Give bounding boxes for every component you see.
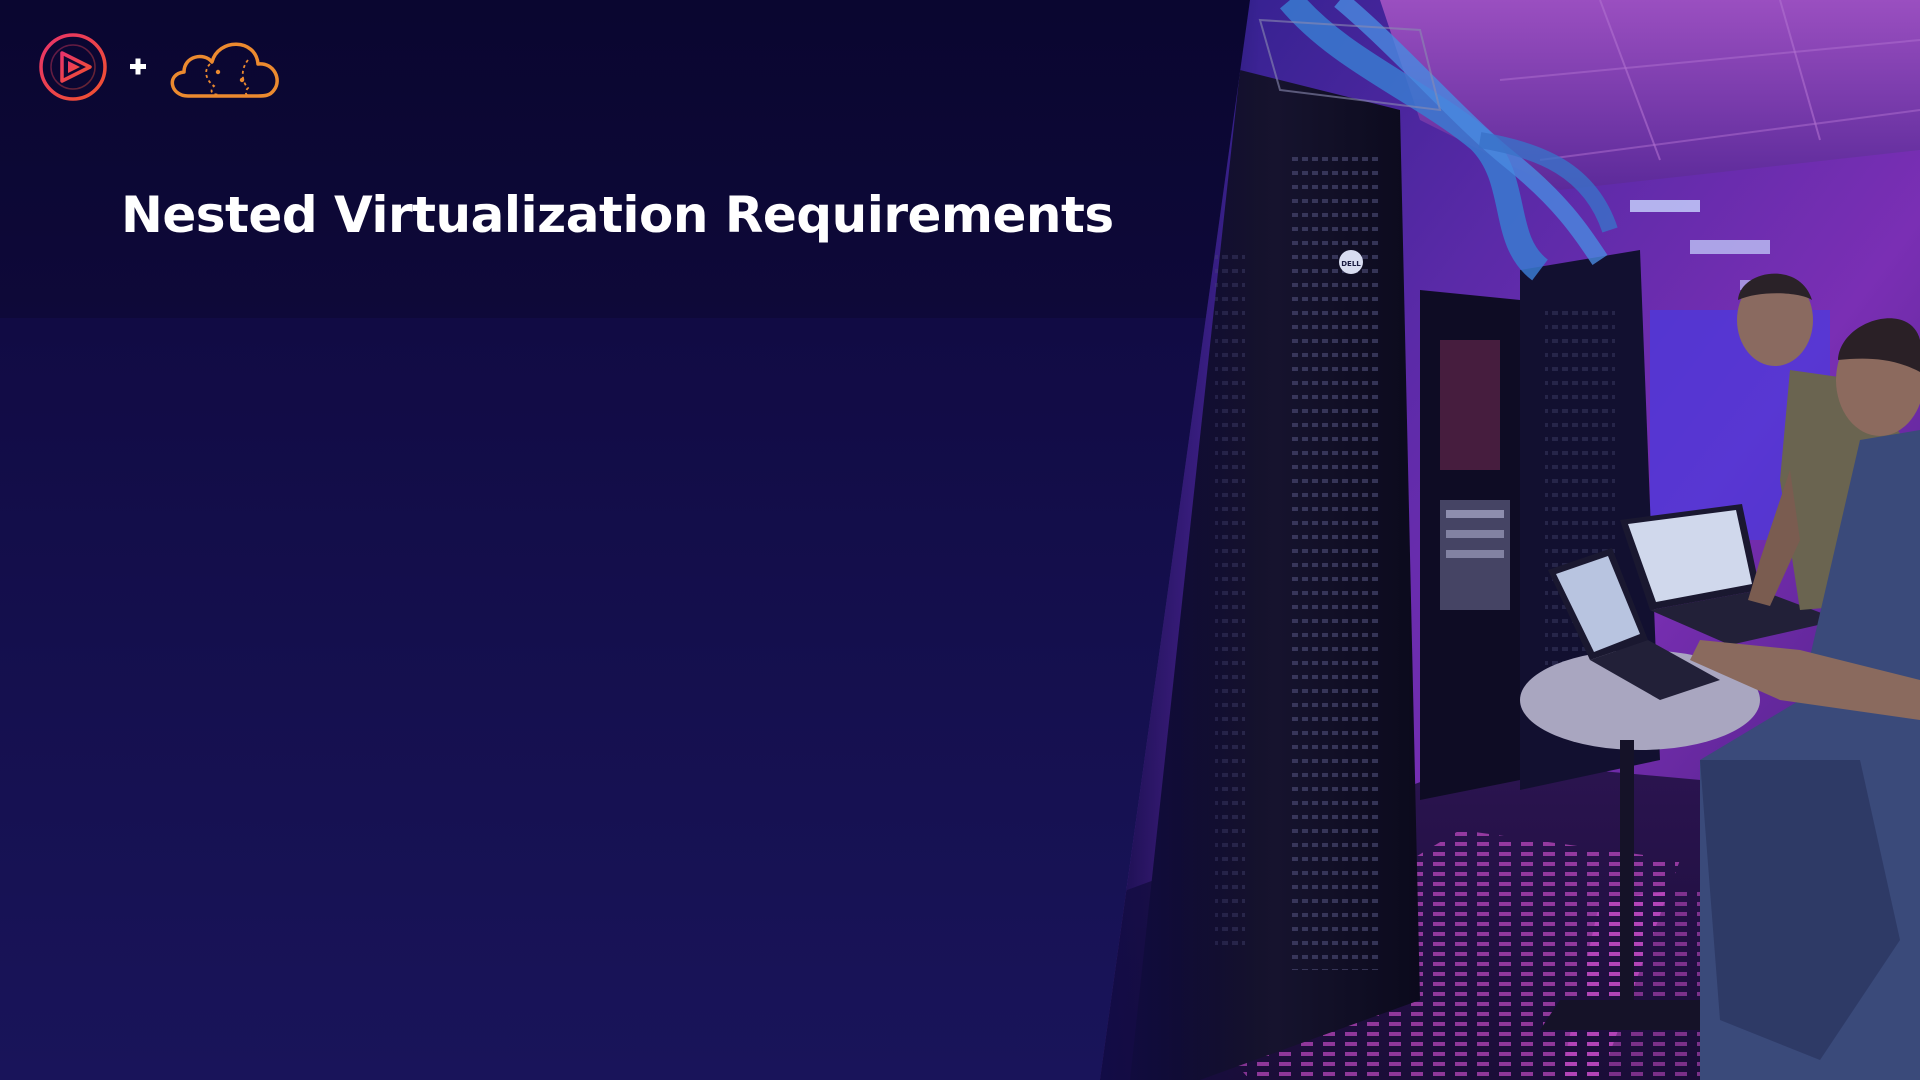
dell-badge: DELL — [1341, 260, 1361, 268]
header-band — [0, 0, 1260, 318]
play-logo-icon — [39, 33, 107, 101]
cloud-brain-logo-icon — [170, 42, 279, 98]
brand-logos — [38, 30, 298, 104]
plus-icon — [130, 58, 146, 75]
page-title: Nested Virtualization Requirements — [121, 186, 1114, 244]
